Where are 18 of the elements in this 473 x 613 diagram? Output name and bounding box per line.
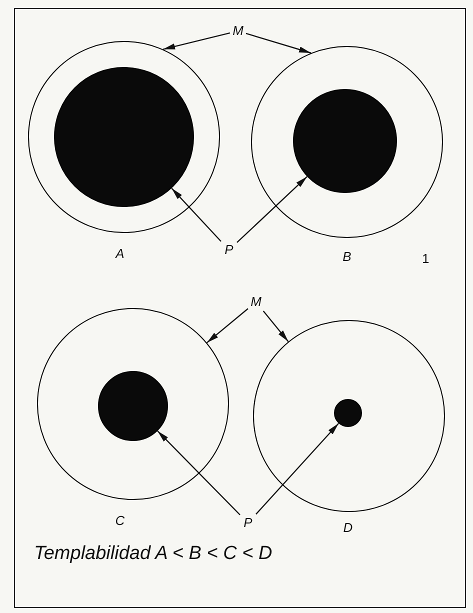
circle-caption: A — [114, 246, 126, 262]
caption-text: Templabilidad A < B < C < D — [34, 542, 272, 566]
letter-label: P — [241, 515, 255, 531]
arrow — [162, 32, 230, 50]
circle-caption: C — [114, 513, 126, 529]
circle-caption: D — [342, 520, 354, 536]
circle-caption: B — [342, 249, 352, 265]
letter-label: P — [222, 242, 236, 258]
arrow — [171, 188, 222, 242]
arrow — [262, 310, 289, 342]
letter-label: M — [231, 23, 245, 39]
arrow — [256, 422, 340, 515]
letter-label: M — [249, 294, 263, 310]
arrow — [236, 176, 308, 243]
arrow — [157, 430, 240, 516]
arrow — [246, 32, 312, 54]
arrow — [206, 308, 248, 344]
figure-number: 1 — [422, 250, 430, 268]
